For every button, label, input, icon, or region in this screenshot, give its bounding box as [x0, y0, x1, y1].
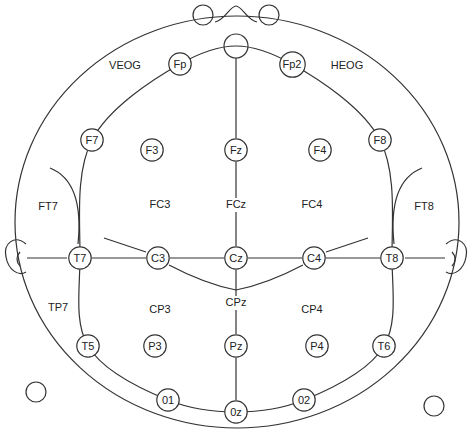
site-label: VEOG	[108, 59, 142, 72]
electrode-circle	[147, 247, 169, 269]
electrode-name: F7	[86, 135, 99, 146]
site-label: HEOG	[330, 59, 364, 72]
electrode: T6	[372, 334, 396, 358]
electrode-link	[248, 257, 302, 258]
electrode-link	[326, 257, 380, 258]
electrode-circle	[369, 129, 391, 151]
electrode-name: 01	[162, 395, 174, 406]
electrode: F4	[308, 138, 332, 162]
electrode: T5	[76, 334, 100, 358]
electrode-name: 0z	[230, 407, 242, 418]
electrode-link	[235, 358, 236, 400]
electrode-name: F8	[374, 135, 387, 146]
site-label: FC4	[301, 198, 324, 211]
midline	[235, 58, 236, 138]
electrode-name: C4	[307, 253, 321, 264]
electrode: Fp	[168, 52, 192, 76]
electrode-circle	[373, 335, 395, 357]
electrode: 02	[292, 388, 316, 412]
electrode-name: F3	[146, 145, 159, 156]
electrode-name: F4	[314, 145, 327, 156]
electrode: 0z	[224, 400, 248, 424]
electrode: Fz	[224, 138, 248, 162]
electrode: F7	[80, 128, 104, 152]
electrode-name: 02	[298, 395, 310, 406]
electrode-circle	[306, 335, 328, 357]
electrode-circle	[225, 139, 247, 161]
head-outline	[15, 16, 459, 428]
electrode: P3	[143, 334, 167, 358]
electrode-circle	[69, 247, 91, 269]
electrode-circle	[303, 247, 325, 269]
reference-electrode	[193, 5, 213, 25]
site-label: TP7	[47, 301, 69, 314]
site-label: CPz	[225, 296, 248, 309]
electrode: P4	[305, 334, 329, 358]
electrode-name: Pz	[230, 341, 243, 352]
right-ear	[446, 240, 466, 274]
electrode-empty	[224, 34, 248, 58]
site-label: FT8	[413, 200, 435, 213]
electrode-circle	[309, 139, 331, 161]
electrode: Cz	[224, 246, 248, 270]
electrode-circle	[381, 247, 403, 269]
ground-electrode	[26, 382, 46, 402]
electrode: T8	[380, 246, 404, 270]
electrode: 01	[156, 388, 180, 412]
site-label: CP4	[300, 303, 323, 316]
electrode: Pz	[224, 334, 248, 358]
site-label: FC3	[149, 198, 172, 211]
electrode-circle	[293, 389, 315, 411]
electrode: C3	[146, 246, 170, 270]
electrode-circle	[279, 51, 304, 76]
electrode-ring	[79, 46, 394, 412]
ground-electrode	[424, 396, 444, 416]
electrode-circle	[225, 247, 247, 269]
electrode: F3	[140, 138, 164, 162]
ear-line	[405, 257, 445, 258]
electrode-name: Fp	[174, 59, 187, 70]
electrode-circle	[77, 335, 99, 357]
electrode-name: Fz	[230, 145, 242, 156]
site-label: FCz	[225, 198, 247, 211]
electrode-name: T6	[378, 341, 391, 352]
electrode-name: Fp2	[283, 59, 302, 70]
electrode-name: P4	[310, 341, 323, 352]
site-label: FT7	[37, 200, 59, 213]
ear-line	[27, 257, 67, 258]
electrode: C4	[302, 246, 326, 270]
site-label: CP3	[148, 303, 171, 316]
electrode-name: P3	[148, 341, 161, 352]
electrode-circle	[169, 53, 191, 75]
electrode-circle	[225, 335, 247, 357]
electrode-name: T8	[386, 253, 399, 264]
electrode-circle	[144, 335, 166, 357]
electrode-name: C3	[151, 253, 165, 264]
reference-electrode	[259, 5, 279, 25]
nose	[215, 6, 257, 22]
electrode-circle	[141, 139, 163, 161]
electrode: Fp2	[279, 51, 306, 78]
electrode-link	[92, 257, 146, 258]
electrode-name: T5	[82, 341, 95, 352]
electrode-circle	[225, 401, 247, 423]
electrode: T7	[68, 246, 92, 270]
left-ear	[6, 240, 26, 274]
electrode-name: T7	[74, 253, 87, 264]
electrode-circle	[81, 129, 103, 151]
electrode: F8	[368, 128, 392, 152]
electrode-name: Cz	[229, 253, 242, 264]
electrode-circle	[157, 389, 179, 411]
electrode-link	[170, 257, 224, 258]
